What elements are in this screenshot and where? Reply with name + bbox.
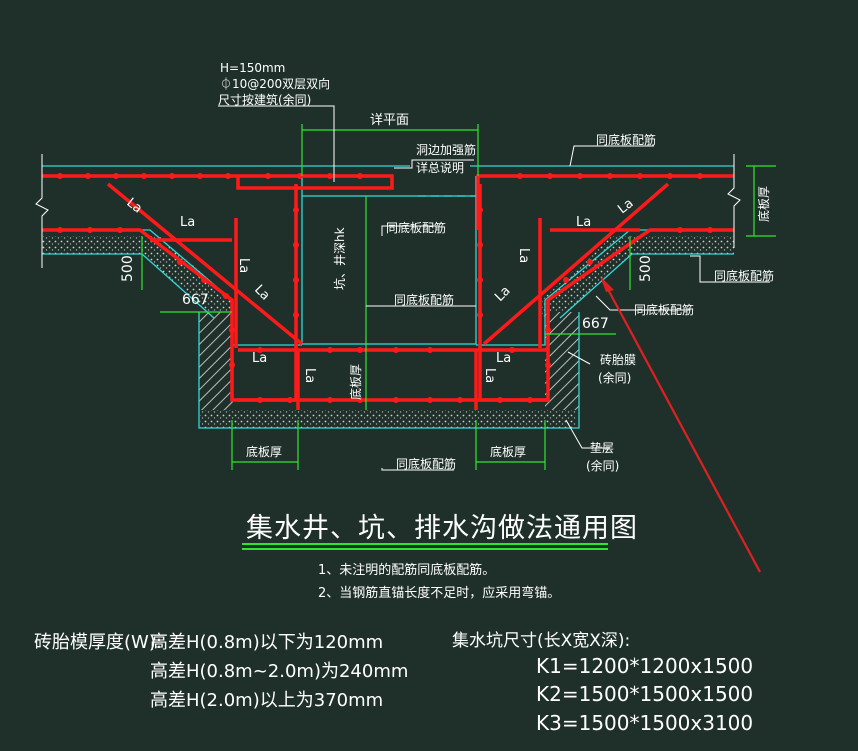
note-2: 2、当钢筋直锚长度不足时，应采用弯锚。 [318, 586, 561, 601]
title-underline-1 [242, 543, 608, 545]
cushion-layer [42, 236, 734, 428]
note-1: 1、未注明的配筋同底板配筋。 [318, 563, 496, 578]
anchor-label-10: La [492, 283, 513, 304]
same-bottom-label-center: 同底板配筋 [386, 220, 446, 235]
same-bottom-label-mid: 同底板配筋 [394, 292, 454, 307]
drawing-title: 集水井、坑、排水沟做法通用图 [246, 513, 638, 544]
title-underline-2 [242, 548, 608, 550]
slab-thickness-right: 底板厚 [756, 186, 771, 222]
leader-lines [218, 105, 770, 471]
brick-thickness-row-3: 高差H(2.0m)以上为370mm [150, 690, 384, 711]
rebar-dots [57, 173, 713, 403]
brick-form-label: 砖胎膜 [600, 352, 636, 367]
detail-plan-label: 详平面 [370, 113, 409, 128]
slab-thickness-left: 底板厚 [246, 444, 282, 459]
cover-line2: ⏀10@200双层双向 [220, 76, 330, 91]
anchor-label-4: La [251, 282, 272, 303]
slab-thickness-vertical: 底板厚 [348, 364, 363, 400]
pit-depth-label: 坑、井深hk [332, 227, 347, 290]
anchor-label-5: La [252, 351, 267, 366]
brick-thickness-label: 砖胎模厚度(W): [34, 632, 162, 653]
same-bottom-label-bottom: 同底板配筋 [396, 456, 456, 471]
cover-line1: H=150mm [220, 61, 285, 75]
dimension-lines [141, 124, 776, 470]
same-bottom-label-right: 同底板配筋 [714, 268, 774, 283]
brick-form [199, 312, 579, 410]
annotation-arrow [603, 281, 761, 573]
anchor-label-8: La [615, 196, 636, 217]
hole-edge-label: 洞边加强筋 [416, 142, 476, 157]
annotation-arrowhead [600, 276, 614, 292]
dim-667-left: 667 [182, 292, 209, 308]
same-bottom-label-right2: 同底板配筋 [634, 302, 694, 317]
dim-500-right: 500 [638, 255, 654, 282]
anchor-label-9: La [516, 248, 531, 263]
pit-size-k1: K1=1200*1200x1500 [536, 654, 754, 678]
brick-thickness-row-2: 高差H(0.8m~2.0m)为240mm [150, 661, 409, 682]
same-bottom-label-top: 同底板配筋 [596, 132, 656, 147]
pit-size-label: 集水坑尺寸(长X宽X深): [452, 631, 631, 651]
break-symbols [35, 154, 741, 268]
anchor-label-1: La [124, 195, 145, 216]
cushion-label: 垫层 [590, 440, 614, 455]
brick-thickness-row-1: 高差H(0.8m)以下为120mm [150, 632, 384, 653]
brick-form-note: (余同) [598, 370, 631, 385]
anchor-label-11: La [496, 351, 511, 366]
anchor-label-3: La [236, 258, 251, 273]
anchor-label-7: La [576, 215, 591, 230]
pit-size-k2: K2=1500*1500x1500 [536, 682, 754, 706]
anchor-label-6: La [302, 368, 317, 383]
anchor-label-2: La [180, 215, 195, 230]
hole-edge-note: 详总说明 [416, 160, 464, 175]
rebar-lines [42, 174, 734, 410]
cushion-note: (余同) [586, 458, 619, 473]
anchor-label-12: La [482, 368, 497, 383]
slab-thickness-right-bottom: 底板厚 [490, 444, 526, 459]
pit-size-k3: K3=1500*1500x3100 [536, 711, 754, 735]
dim-667-right: 667 [582, 316, 609, 332]
cover-line3: 尺寸按建筑(余同) [218, 92, 311, 107]
dim-500-left: 500 [120, 255, 136, 282]
